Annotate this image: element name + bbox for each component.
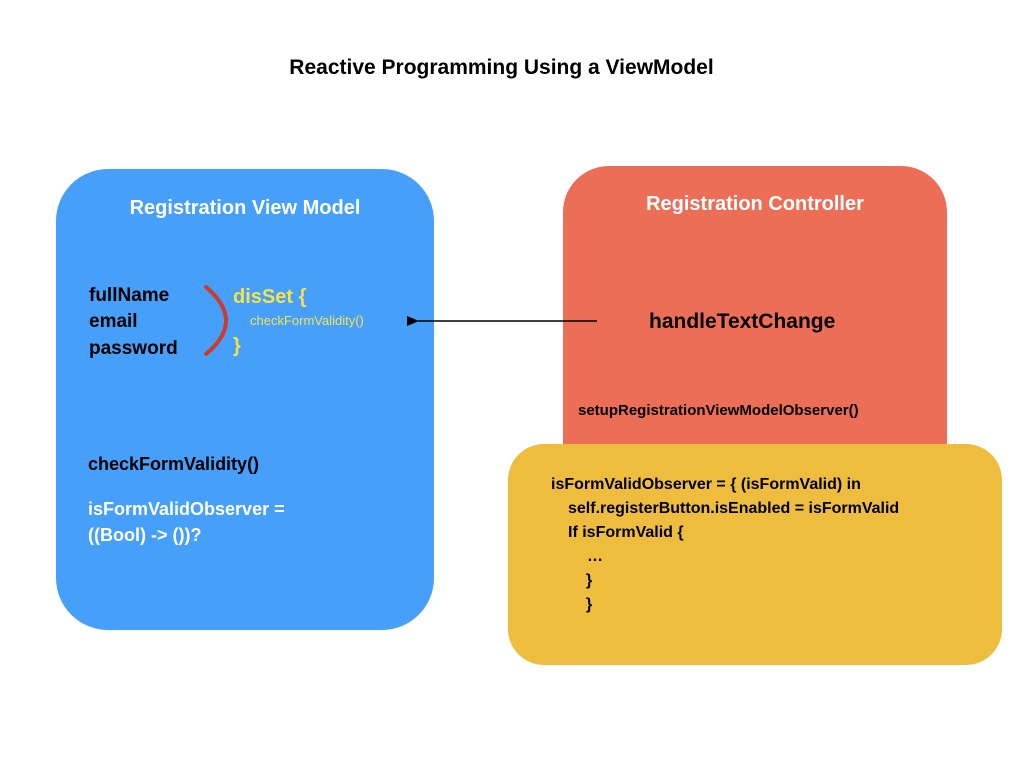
controller-title: Registration Controller: [646, 193, 864, 215]
did-set-close: }: [233, 335, 241, 357]
code-line: self.registerButton.isEnabled = isFormVa…: [568, 500, 900, 517]
did-set-call: checkFormValidity(): [250, 313, 364, 328]
observer-closure-box: [508, 444, 1002, 665]
observer-declaration: isFormValidObserver =: [88, 499, 285, 519]
setup-observer-call: setupRegistrationViewModelObserver(): [578, 402, 859, 419]
view-model-title: Registration View Model: [129, 197, 361, 219]
code-line: }: [586, 572, 593, 589]
brace-bracket: [204, 285, 228, 356]
code-line: …: [587, 548, 603, 565]
code-line: isFormValidObserver = { (isFormValid) in: [551, 476, 861, 493]
view-model-box: [56, 169, 434, 630]
property-full-name: fullName: [89, 285, 170, 306]
code-line: }: [586, 596, 593, 613]
property-email: email: [89, 311, 138, 332]
diagram-title: Reactive Programming Using a ViewModel: [289, 56, 714, 79]
property-password: password: [89, 338, 178, 359]
did-set-open: disSet {: [233, 286, 307, 308]
controller-box: [563, 166, 947, 466]
observer-type: ((Bool) -> ())?: [88, 525, 202, 545]
code-line: If isFormValid {: [568, 524, 684, 541]
handle-text-change-method: handleTextChange: [649, 310, 836, 333]
check-form-validity-method: checkFormValidity(): [88, 454, 260, 474]
